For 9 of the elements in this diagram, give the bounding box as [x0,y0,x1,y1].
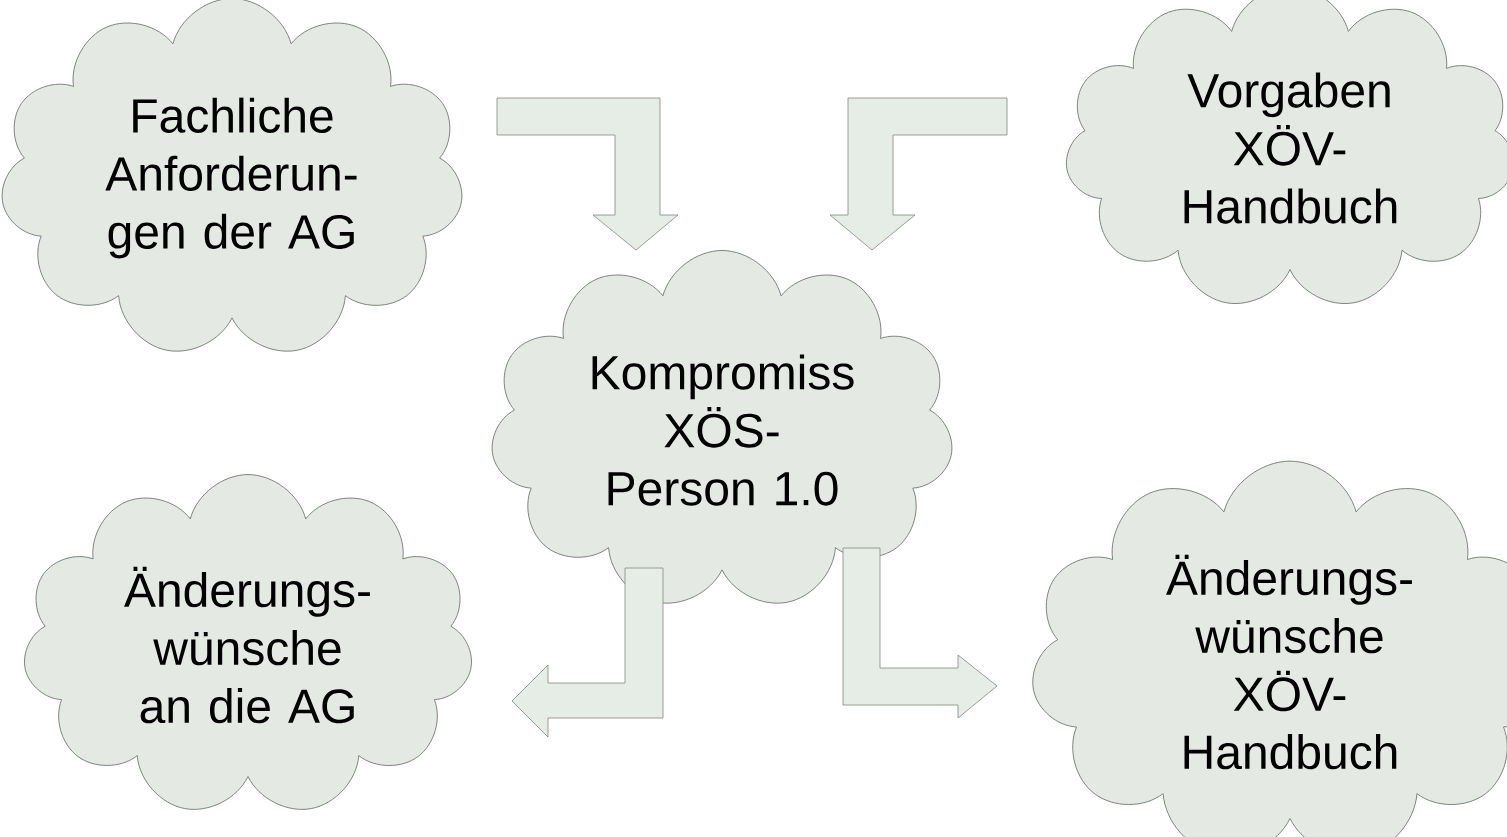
block-arrow [511,567,664,738]
cloud: Vorgaben XÖV- Handbuch [1066,0,1507,304]
cloud: Änderungs- wünsche XÖV- Handbuch [1032,460,1507,837]
block-arrow [842,547,998,719]
cloud: Änderungs- wünsche an die AG [24,474,472,810]
block-arrow [829,97,1008,251]
cloud: Kompromiss XÖS-Person 1.0 [491,250,953,604]
block-arrow [496,97,679,251]
cloud: Fachliche Anforderun- gen der AG [1,0,463,352]
